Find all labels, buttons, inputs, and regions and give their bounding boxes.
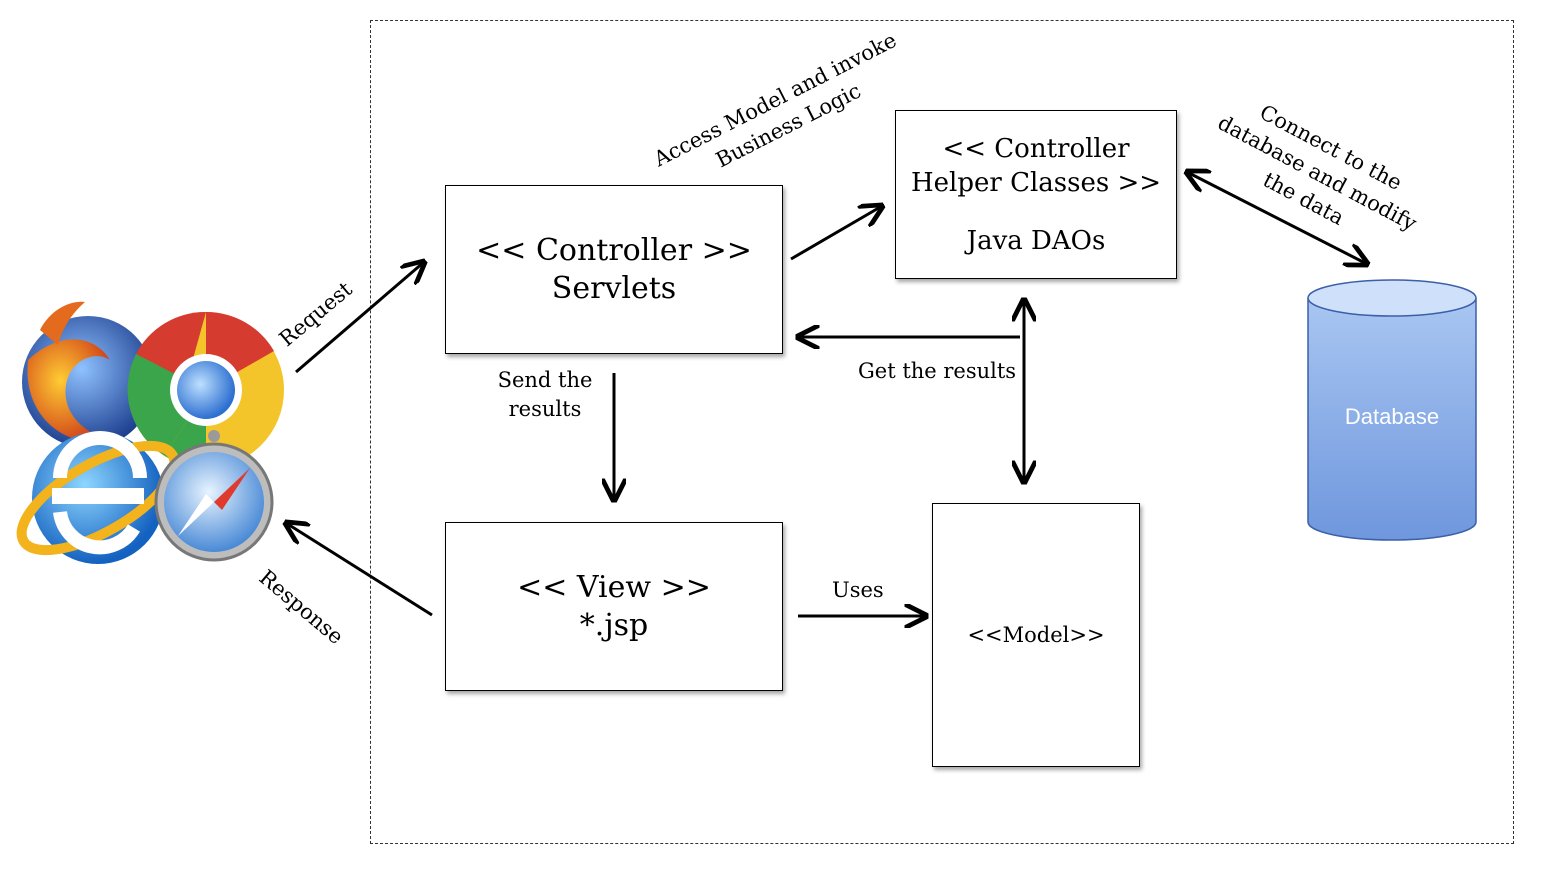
helper-title-line1: << Controller [942,133,1130,164]
get-results-label: Get the results [858,359,1017,383]
helper-subtitle: Java DAOs [966,225,1106,256]
view-title: << View >> [517,569,711,605]
uses-label: Uses [832,578,884,602]
send-results-line2: results [508,397,582,421]
safari-icon [154,430,274,562]
view-subtitle: *.jsp [579,607,649,643]
send-results-label: Send the results [486,366,604,424]
controller-subtitle: Servlets [551,270,677,306]
controller-servlets-box: << Controller >> Servlets [445,185,783,354]
helper-database-arrow [1187,172,1367,264]
response-arrow [286,523,433,617]
database-label: Database [1344,404,1440,429]
model-title: <<Model>> [967,623,1105,647]
controller-title: << Controller >> [476,232,752,268]
model-box: <<Model>> [932,503,1140,767]
request-arrow [295,262,424,374]
server-boundary [370,20,1514,844]
database-cylinder [1307,279,1477,541]
controller-helper-box: << Controller Helper Classes >> Java DAO… [895,110,1177,279]
view-jsp-box: << View >> *.jsp [445,522,783,691]
browser-logos-icon [16,301,284,564]
controller-to-helper-arrow [790,206,882,261]
send-results-line1: Send the [497,368,593,392]
firefox-icon [22,301,154,448]
helper-title-line2: Helper Classes >> [910,167,1162,198]
internet-explorer-icon [16,431,180,564]
